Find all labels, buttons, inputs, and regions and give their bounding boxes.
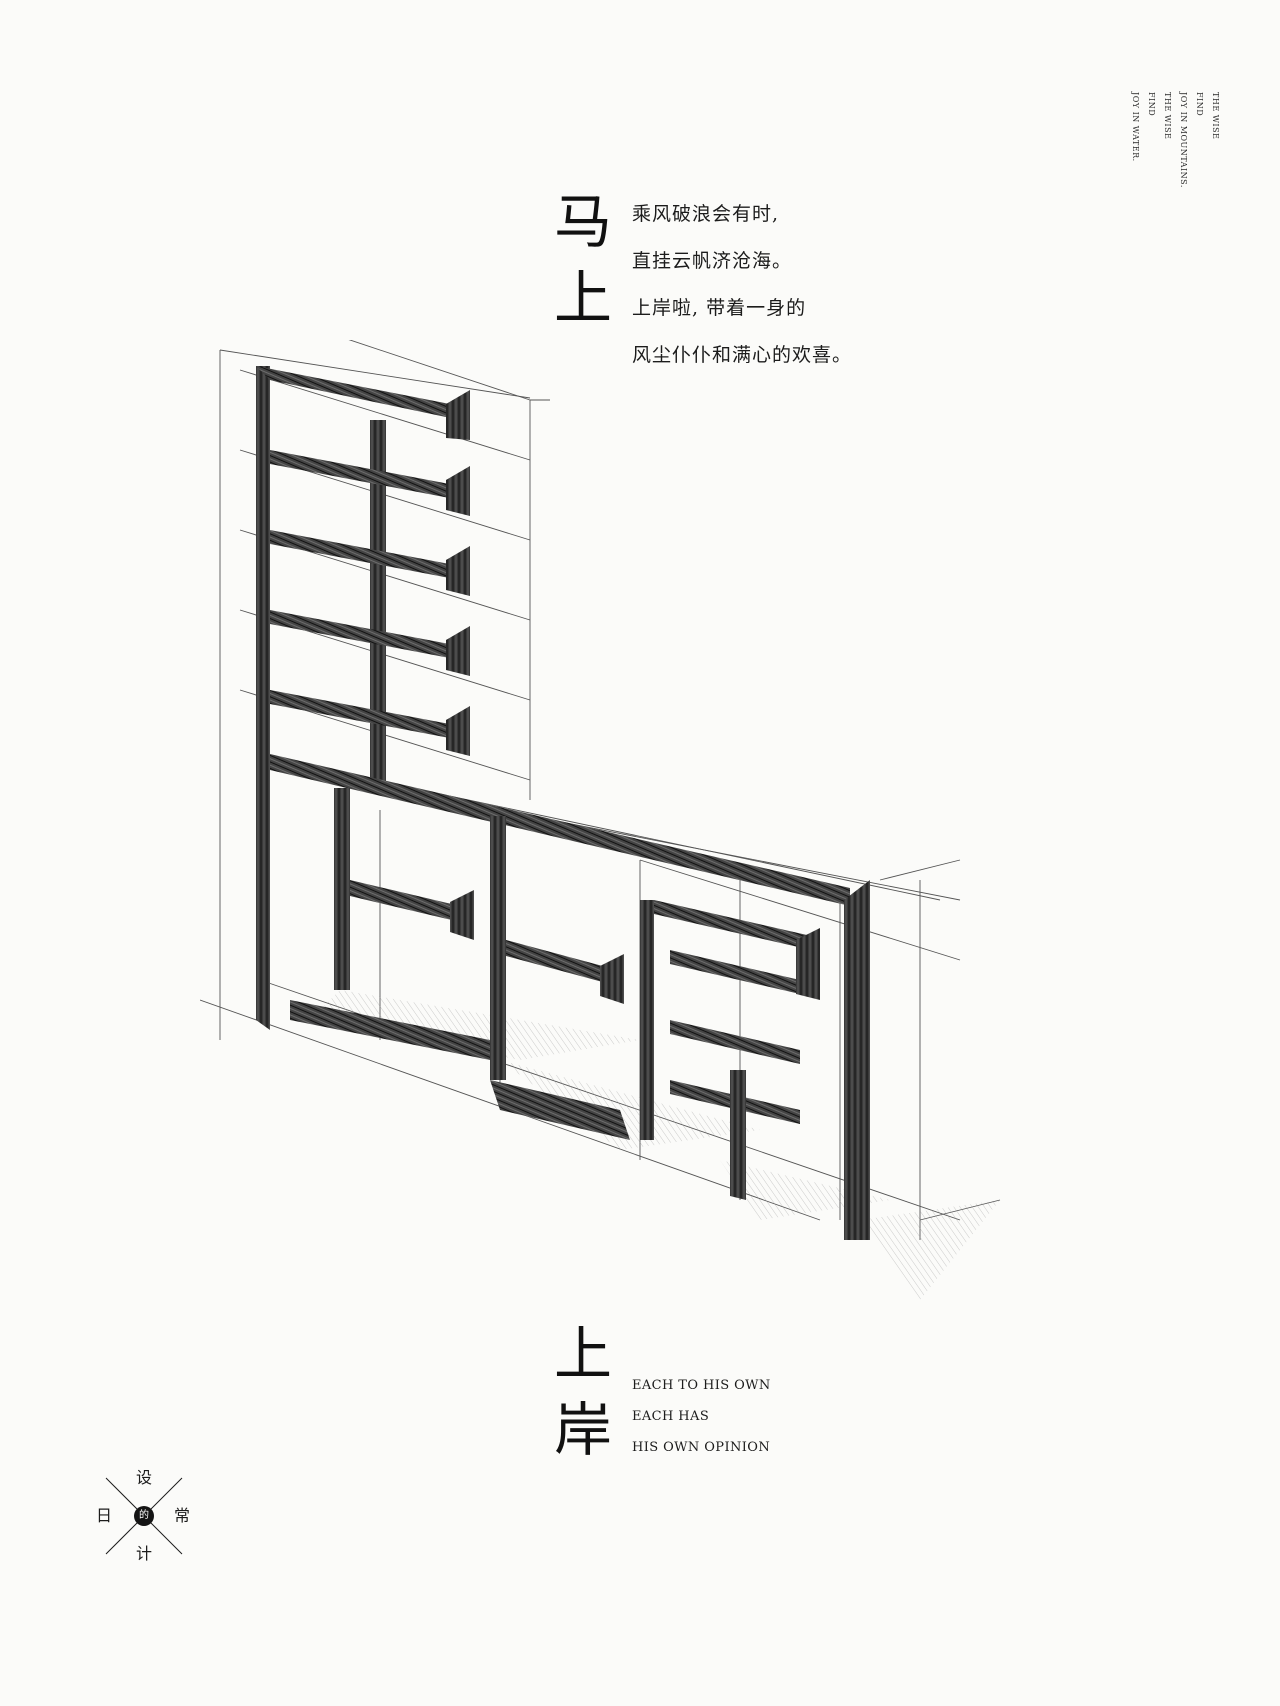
logo-char-left: 日 [96,1506,113,1525]
poem: 乘风破浪会有时, 直挂云帆济沧海。 上岸啦, 带着一身的 风尘仆仆和满心的欢喜。 [632,191,852,379]
logo-mark: 设 日 常 计 的 [96,1468,192,1564]
vertical-line: FIND [1195,92,1204,117]
logo-char-center: 的 [134,1506,154,1526]
logo-char-top: 设 [136,1468,153,1487]
vertical-line: FIND [1147,92,1156,117]
title-block: 马 上 [553,184,613,336]
ground-shadows [310,990,1000,1300]
vertical-english-text: THE WISE FIND JOY IN MOUNTAINS. THE WISE… [1130,92,1220,272]
english-line: EACH TO HIS OWN [632,1378,771,1393]
vertical-line: THE WISE [1163,92,1172,140]
shang-character-block [290,788,630,1140]
poem-line: 风尘仆仆和满心的欢喜。 [632,344,853,366]
isometric-sketch-illustration [200,340,1001,1300]
vertical-line: JOY IN WATER. [1131,92,1140,162]
bottom-english-text: EACH TO HIS OWN EACH HAS HIS OWN OPINION [632,1370,771,1463]
vertical-line: JOY IN MOUNTAINS. [1179,92,1188,188]
english-line: EACH HAS [632,1409,710,1424]
title-char: 马 [553,188,612,256]
poem-line: 上岸啦, 带着一身的 [632,297,807,319]
bottom-title-char: 上 [553,1320,612,1388]
logo-char-bottom: 计 [136,1544,153,1563]
an-character-block [640,880,870,1240]
poem-line: 直挂云帆济沧海。 [632,250,793,272]
ma-character-block [256,366,850,1030]
poem-line: 乘风破浪会有时, [632,203,780,225]
logo-char-right: 常 [174,1506,191,1525]
title-char: 上 [553,264,612,332]
vertical-line: THE WISE [1211,92,1220,140]
bottom-title-char: 岸 [553,1396,612,1464]
bottom-title-block: 上 岸 [553,1316,613,1468]
english-line: HIS OWN OPINION [632,1440,771,1455]
